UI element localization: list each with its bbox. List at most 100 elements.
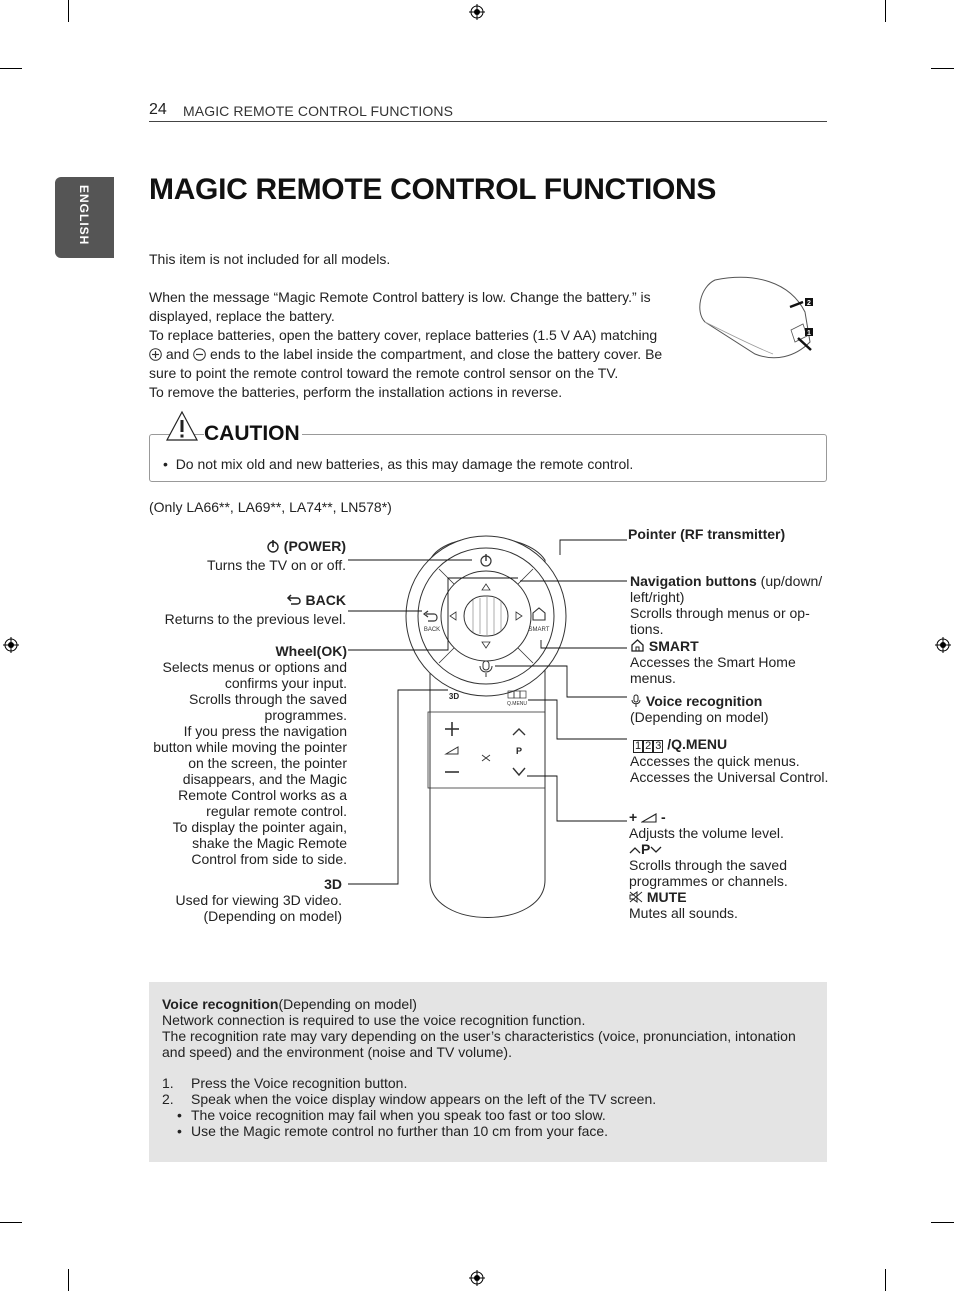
back-desc: Returns to the previous level.: [164, 611, 346, 627]
crop-mark: [885, 0, 886, 22]
caution-label: CAUTION: [204, 422, 302, 446]
registration-mark-icon: [469, 1270, 485, 1286]
wheel-line: If you press the navigation: [183, 723, 347, 739]
not-included-note: This item is not included for all models…: [149, 251, 391, 267]
polarity-tail-text: ends to the label inside the compartment…: [210, 346, 663, 362]
channel-line: programmes or channels.: [629, 873, 788, 889]
wheel-line: Control from side to side.: [191, 851, 347, 867]
power-title: (POWER): [150, 538, 346, 554]
caution-box: [149, 434, 827, 482]
chevron-up-icon: [629, 847, 641, 854]
smart-line: menus.: [630, 670, 676, 686]
threed-line: Used for viewing 3D video.: [175, 892, 342, 908]
and-text: and: [165, 346, 190, 362]
crop-mark: [931, 1222, 954, 1223]
back-title: BACK: [150, 592, 346, 608]
remote-p-label: P: [516, 746, 522, 756]
nav-title-line: Navigation buttons (up/down/: [630, 573, 823, 589]
note-bullet-text: Use the Magic remote control no further …: [191, 1123, 609, 1139]
minus-terminal-icon: [193, 348, 206, 361]
wheel-line: To display the pointer again,: [172, 819, 347, 835]
wheel-title: Wheel(OK): [275, 643, 347, 659]
crop-mark: [68, 1269, 69, 1291]
battery-line: To replace batteries, open the battery c…: [149, 327, 658, 343]
battery-line: To remove the batteries, perform the ins…: [149, 384, 563, 400]
note-bullet-text: The voice recognition may fail when you …: [191, 1107, 606, 1123]
power-callout: (POWER) Turns the TV on or off.: [150, 538, 346, 573]
plus-terminal-icon: [149, 348, 162, 361]
wheel-line: on the screen, the pointer: [188, 755, 347, 771]
volume-title: + -: [629, 809, 666, 825]
smart-line: Accesses the Smart Home: [630, 654, 796, 670]
page-title: MAGIC REMOTE CONTROL FUNCTIONS: [149, 173, 717, 206]
nav-line: left/right): [630, 589, 685, 605]
nav-callout: Navigation buttons (up/down/ left/right)…: [630, 573, 830, 637]
models-note: (Only LA66**, LA69**, LA74**, LN578*): [149, 499, 392, 515]
battery-line: sure to point the remote control toward …: [149, 365, 619, 381]
nav-line: tions.: [630, 621, 664, 637]
remote-3d-label: 3D: [449, 692, 459, 701]
page-number: 24: [149, 101, 167, 118]
crop-mark: [0, 1222, 22, 1223]
threed-title: 3D: [324, 876, 342, 892]
home-icon: [631, 639, 644, 652]
volume-desc: Adjusts the volume level.: [629, 825, 784, 841]
power-desc: Turns the TV on or off.: [206, 557, 346, 573]
crop-mark: [931, 68, 954, 69]
microphone-icon: [631, 694, 641, 707]
voice-recognition-note: Voice recognition(Depending on model) Ne…: [149, 982, 827, 1162]
nav-line: Scrolls through menus or op-: [630, 605, 810, 621]
wheel-line: shake the Magic Remote: [192, 835, 347, 851]
note-title: Voice recognition(Depending on model): [162, 996, 417, 1012]
remote-smart-label: SMART: [529, 627, 550, 633]
volume-icon: [640, 813, 657, 823]
caution-bullet-text: Do not mix old and new batteries, as thi…: [175, 456, 634, 472]
language-tab: ENGLISH: [55, 177, 114, 258]
battery-cover-illustration: 2 1: [699, 276, 813, 359]
smart-title: SMART: [630, 638, 830, 654]
note-line: The recognition rate may vary depending …: [162, 1028, 796, 1044]
registration-mark-icon: [3, 637, 19, 653]
qmenu-digit: 2: [643, 740, 654, 753]
wheel-line: regular remote control.: [206, 803, 347, 819]
battery-line: displayed, replace the battery.: [149, 308, 335, 324]
warning-icon: [165, 410, 199, 441]
wheel-callout: Wheel(OK) Selects menus or options and c…: [140, 643, 347, 867]
note-line: and speed) and the environment (noise an…: [162, 1044, 512, 1060]
mute-title: MUTE: [629, 889, 829, 905]
registration-mark-icon: [469, 4, 485, 20]
qmenu-line: Accesses the Universal Control.: [630, 769, 829, 785]
wheel-line: Remote Control works as a: [178, 787, 347, 803]
back-callout: BACK Returns to the previous level.: [150, 592, 346, 627]
battery-step-1-label: 1: [807, 330, 811, 337]
crop-mark: [68, 0, 69, 22]
wheel-line: button while moving the pointer: [153, 739, 347, 755]
remote-back-label: BACK: [424, 627, 440, 633]
voice-desc: (Depending on model): [630, 709, 769, 725]
channel-title: P: [629, 841, 829, 857]
running-title: MAGIC REMOTE CONTROL FUNCTIONS: [183, 103, 454, 119]
wheel-line: Scrolls through the saved: [189, 691, 347, 707]
battery-polarity-line: and ends to the label inside the compart…: [149, 345, 689, 364]
header-rule: [149, 121, 827, 122]
remote-qmenu-label: Q.MENU: [507, 701, 527, 707]
channel-line: Scrolls through the saved: [629, 857, 787, 873]
language-tab-label: ENGLISH: [77, 185, 91, 246]
pointer-title: Pointer (RF transmitter): [628, 526, 786, 542]
magic-remote-diagram: BACK SMART 3D Q.MENU P: [348, 535, 627, 918]
voice-title: Voice recognition: [630, 693, 830, 709]
caution-bullet: • Do not mix old and new batteries, as t…: [163, 456, 634, 472]
wheel-line: disappears, and the Magic: [182, 771, 347, 787]
wheel-line: confirms your input.: [224, 675, 347, 691]
power-icon: [267, 540, 279, 553]
note-step-text: Press the Voice recognition button.: [191, 1075, 408, 1091]
mute-icon: [629, 891, 643, 903]
battery-step-2-label: 2: [807, 300, 811, 307]
chevron-down-icon: [650, 846, 662, 853]
note-step-number: 1.: [162, 1075, 174, 1091]
threed-line: (Depending on model): [203, 908, 342, 924]
mute-desc: Mutes all sounds.: [629, 905, 738, 921]
wheel-line: Selects menus or options and: [162, 659, 347, 675]
back-icon: [286, 594, 301, 605]
